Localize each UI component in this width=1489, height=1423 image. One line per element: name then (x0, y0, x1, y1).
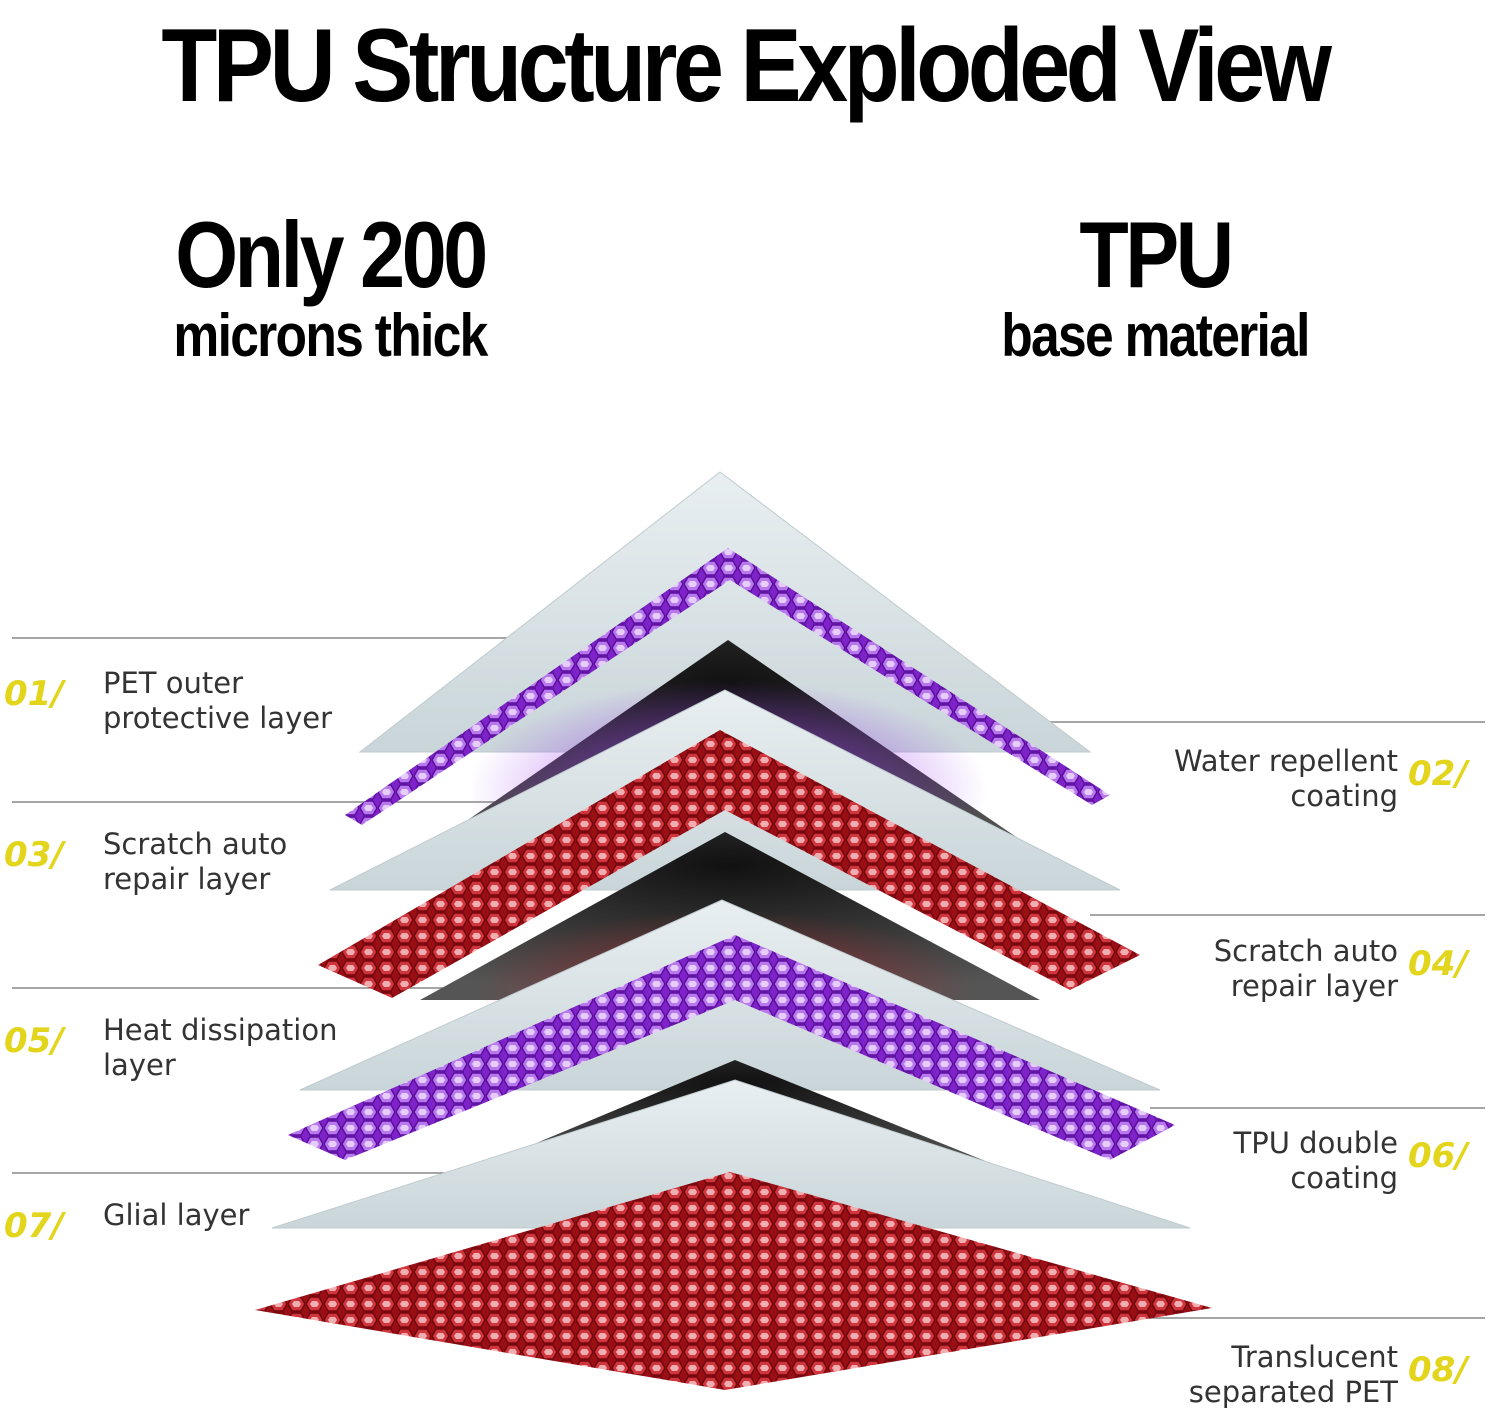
layer-label-01-line-1: PET outer (103, 666, 243, 700)
thickness-value: Only 200 (175, 202, 488, 307)
layer-04-scratch-repair (318, 730, 1140, 998)
layer-label-08-line-1: Translucent (1230, 1340, 1398, 1374)
layer-label-02-line-2: coating (1290, 779, 1398, 813)
layer-06-tpu-double-coating (288, 935, 1175, 1160)
layer-number-08: 08/ (1408, 1350, 1470, 1390)
layer-08-translucent-pet (255, 1172, 1212, 1390)
layer-label-07-line-1: Glial layer (103, 1198, 249, 1232)
layer-label-05-line-1: Heat dissipation (103, 1013, 337, 1047)
layer-number-06: 06/ (1408, 1136, 1470, 1176)
thickness-caption: microns thick (173, 302, 488, 369)
layer-label-04-line-1: Scratch auto (1214, 934, 1398, 968)
layer-number-02: 02/ (1408, 754, 1470, 794)
layer-label-03-line-2: repair layer (103, 862, 270, 896)
layer-label-03-line-1: Scratch auto (103, 827, 287, 861)
layer-number-03: 03/ (4, 835, 66, 875)
layer-number-01: 01/ (4, 674, 66, 714)
layer-label-05-line-2: layer (103, 1048, 176, 1082)
material-value: TPU (1079, 202, 1234, 307)
layer-number-05: 05/ (4, 1021, 66, 1061)
material-caption: base material (1001, 302, 1310, 369)
material-headline: TPU base material (955, 205, 1355, 367)
leader-lines (12, 637, 1485, 1319)
layer-label-06-line-2: coating (1290, 1161, 1398, 1195)
layer-number-07: 07/ (4, 1206, 66, 1246)
layer-label-01-line-2: protective layer (103, 701, 332, 735)
layer-label-06-line-1: TPU double (1233, 1126, 1398, 1160)
layer-label-08-line-2: separated PET (1189, 1375, 1398, 1409)
layer-number-04: 04/ (1408, 944, 1470, 984)
thickness-headline: Only 200 microns thick (130, 205, 530, 367)
layer-label-02-line-1: Water repellent (1174, 744, 1398, 778)
layer-label-04-line-2: repair layer (1231, 969, 1398, 1003)
page-title: TPU Structure Exploded View (161, 8, 1332, 124)
